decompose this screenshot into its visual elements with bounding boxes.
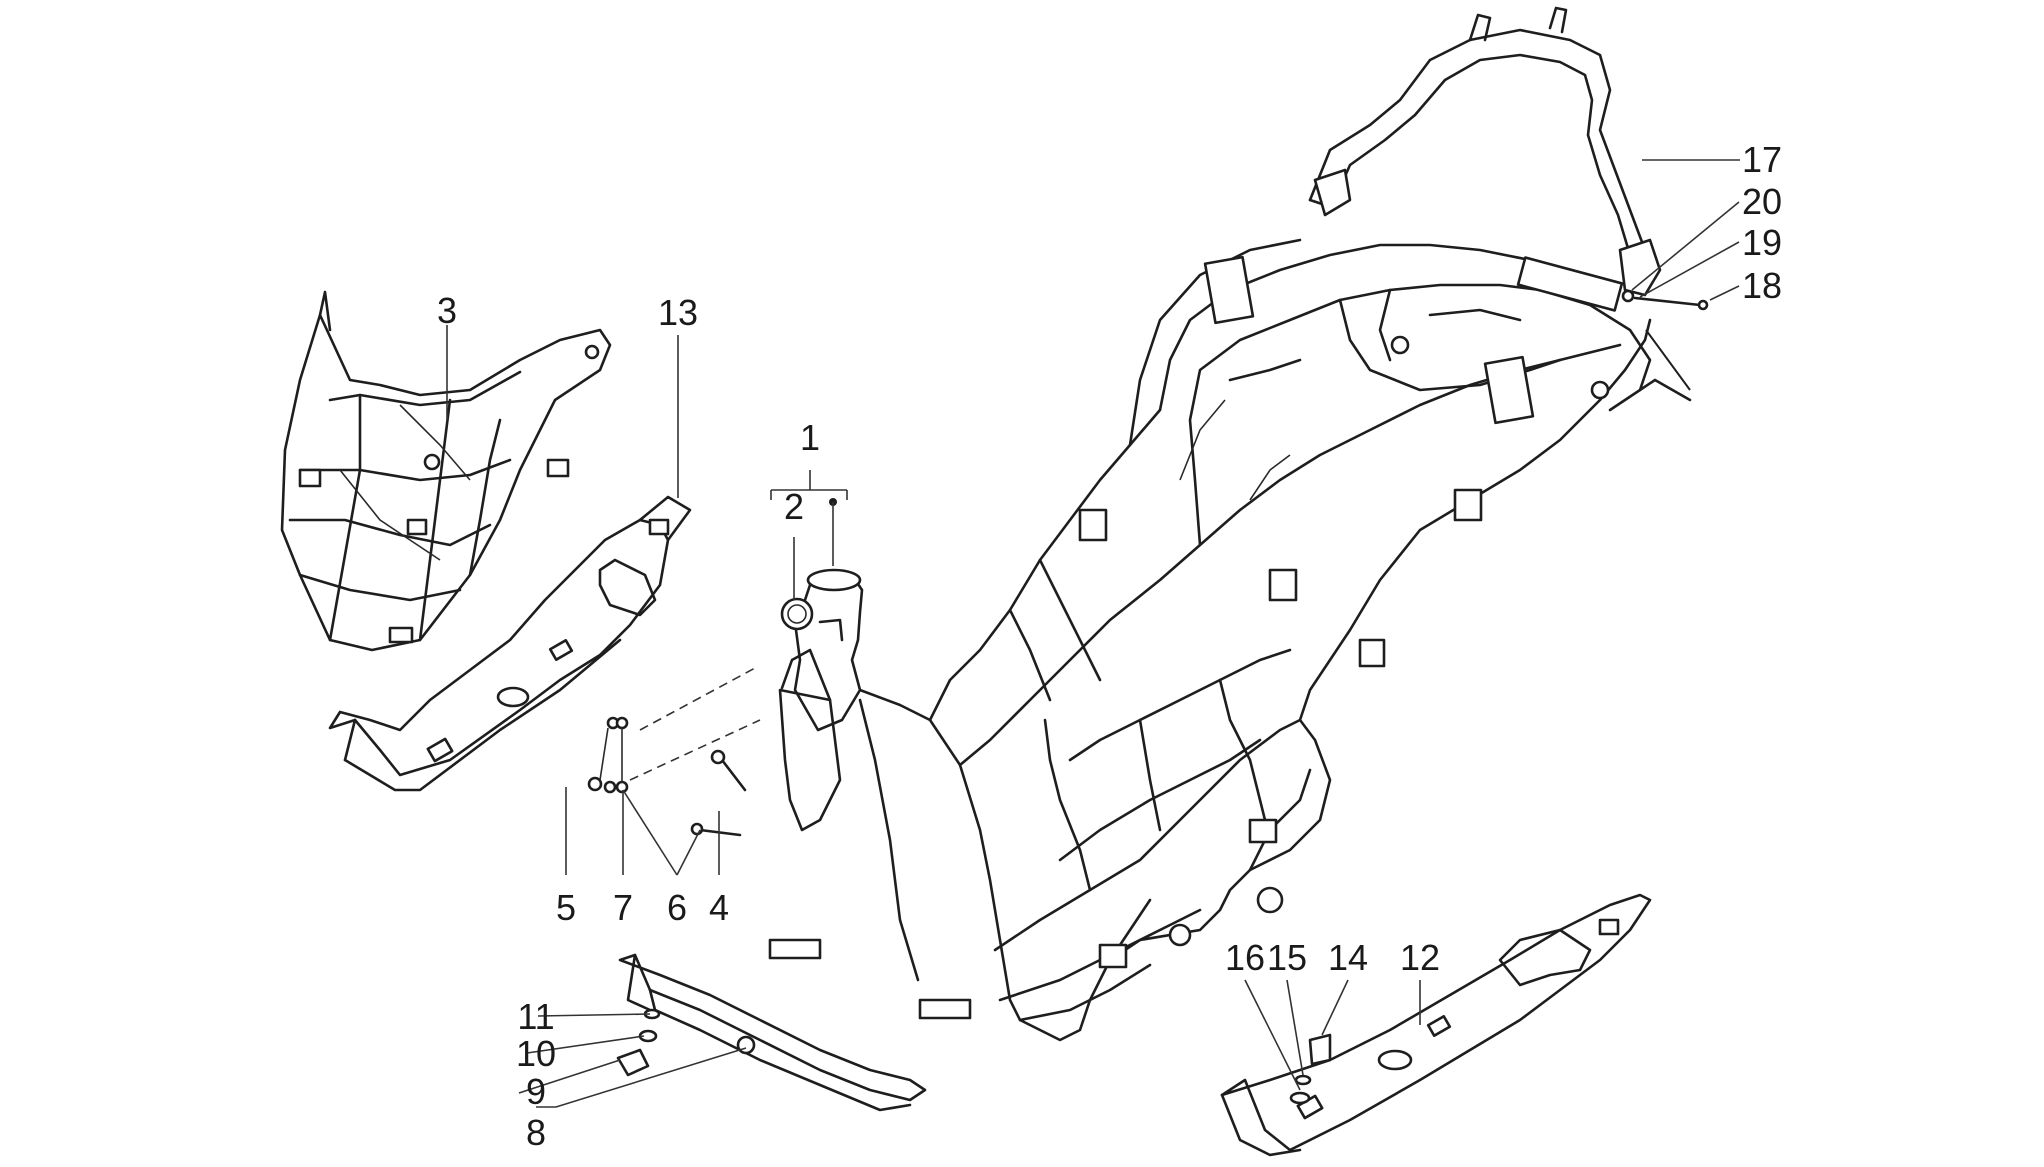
callout-2: 2 — [784, 486, 804, 527]
leader-lines — [446, 159, 1740, 1108]
callout-18: 18 — [1742, 265, 1782, 306]
callout-1: 1 — [800, 417, 820, 458]
callout-14: 14 — [1328, 937, 1368, 978]
callout-16: 16 — [1225, 937, 1265, 978]
fasteners-bracket-8-group — [616, 1008, 661, 1077]
part-13-left-footrest-rail — [328, 495, 692, 792]
callout-13: 13 — [658, 292, 698, 333]
callout-4: 4 — [709, 887, 729, 928]
part-8-center-bracket — [618, 953, 927, 1112]
callout-8: 8 — [526, 1112, 546, 1153]
assembly-lines — [629, 667, 761, 781]
part-12-right-footrest-rail — [1220, 893, 1652, 1157]
callout-15: 15 — [1267, 937, 1307, 978]
part-17-rear-grab-rail — [1308, 6, 1662, 297]
callout-3: 3 — [437, 290, 457, 331]
callout-9: 9 — [526, 1071, 546, 1112]
callout-7: 7 — [613, 887, 633, 928]
callout-11: 11 — [517, 996, 554, 1037]
callout-10: 10 — [516, 1033, 556, 1074]
part-1-steering-head — [778, 568, 864, 832]
part-2-bearing-ring — [780, 597, 814, 631]
callout-17: 17 — [1742, 139, 1782, 180]
callout-5: 5 — [556, 887, 576, 928]
fasteners-right-group — [1289, 1033, 1332, 1105]
fasteners-left-group — [587, 716, 747, 837]
callout-19: 19 — [1742, 222, 1782, 263]
callout-6: 6 — [667, 887, 687, 928]
part-3-front-cage — [280, 290, 612, 652]
callout-labels: 1 2 3 4 5 6 7 8 9 10 11 12 13 14 15 16 1… — [437, 139, 1782, 1153]
main-frame — [768, 238, 1692, 1042]
cable-stub — [1645, 329, 1691, 391]
callout-20: 20 — [1742, 181, 1782, 222]
callout-12: 12 — [1400, 937, 1440, 978]
fasteners-rear-rail-group — [1621, 289, 1709, 311]
